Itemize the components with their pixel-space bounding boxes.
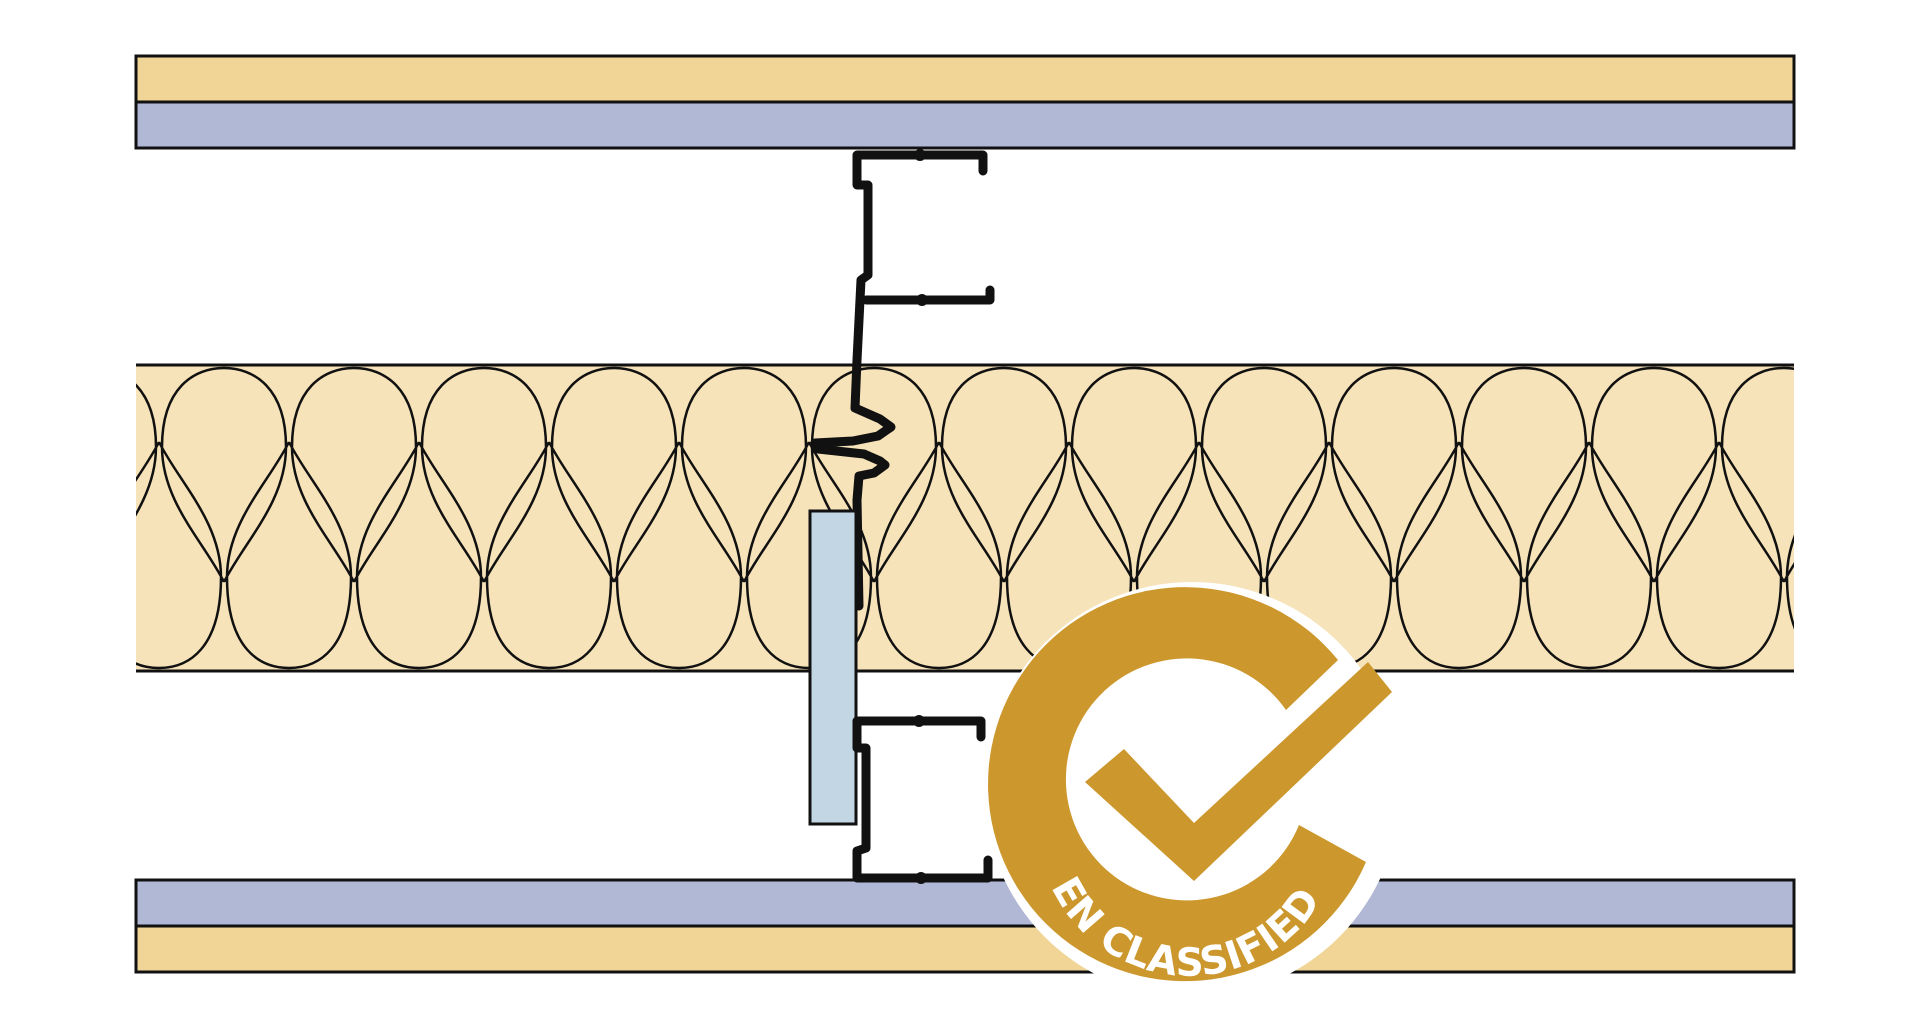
badge-c-arc (988, 587, 1366, 982)
cleat-strip (808, 509, 858, 826)
top-inner-board (134, 100, 1796, 150)
upper-stud-rivet-bottom (916, 294, 928, 306)
upper-stud-rivet-top (914, 149, 926, 161)
insulation-layer (136, 363, 1794, 673)
lower-stud-rivet-top (913, 715, 925, 727)
lower-stud-rivet-bottom (915, 872, 927, 884)
lower-stud-profile (852, 716, 993, 883)
en-classified-badge: EN CLASSIFIED (984, 582, 1400, 998)
upper-stud-profile (810, 150, 988, 611)
top-outer-board (134, 54, 1796, 104)
bottom-outer-board (134, 924, 1796, 974)
bottom-inner-board (134, 878, 1796, 928)
checkmark-icon (1085, 662, 1392, 881)
upper-stud-flange (861, 285, 995, 305)
